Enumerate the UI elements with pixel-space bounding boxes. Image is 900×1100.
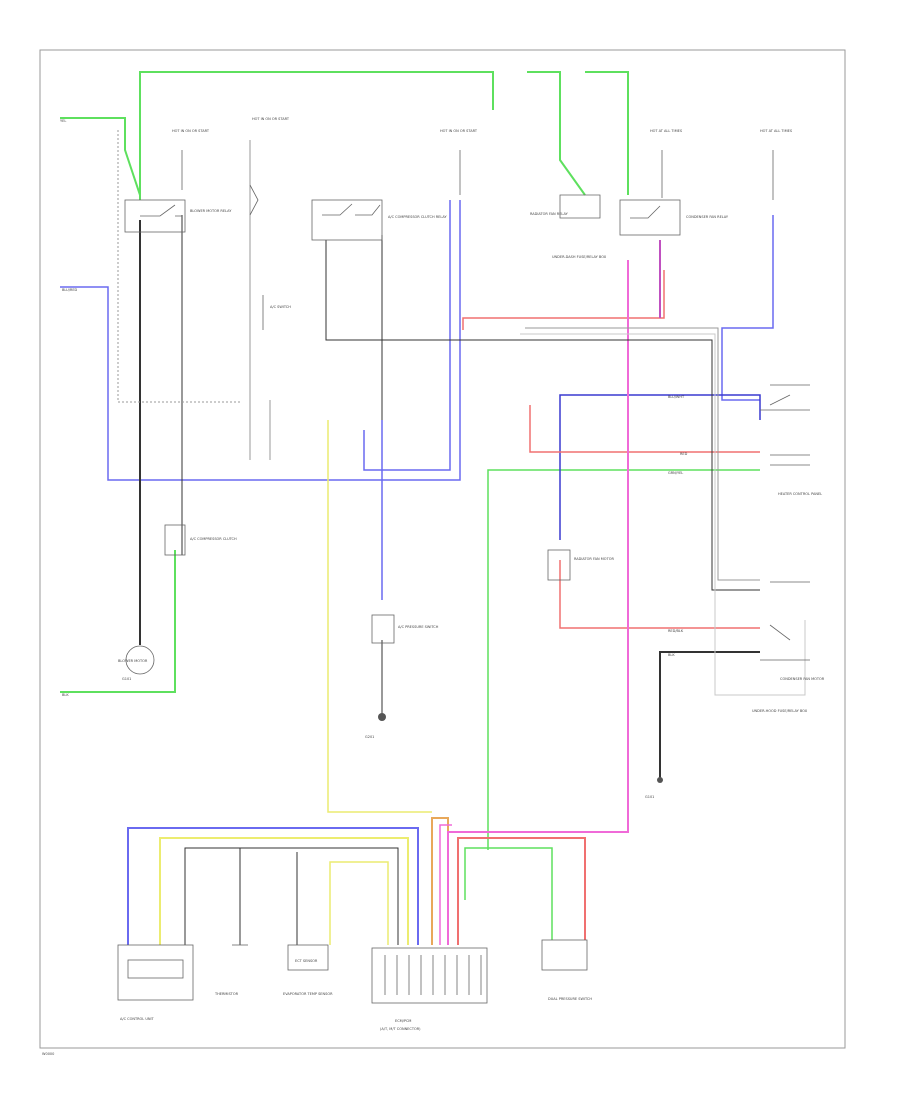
wire-black-right-gnd: [659, 651, 760, 780]
ac-relay-switch: [322, 203, 381, 216]
label-wire-left-bot: BLK: [62, 693, 69, 697]
wire-red-mid: [529, 405, 760, 453]
wire-yellow-vertical: [327, 420, 432, 813]
ecm-sensor: [371, 614, 395, 644]
label-wire-left-top: YEL: [60, 119, 66, 123]
wire-black-bottom: [184, 847, 399, 945]
label-fuse-1: HOT IN ON OR START: [172, 129, 210, 133]
ac-relay-box: [311, 199, 383, 241]
wire-blue-left: [60, 200, 461, 481]
wire-green-lower-left: [60, 550, 176, 693]
fuse-2: [249, 184, 259, 216]
label-cond-fan-motor: CONDENSER FAN MOTOR: [780, 677, 825, 681]
blower-relay-box: [124, 199, 186, 233]
label-bottom-2: THERMISTOR: [214, 992, 239, 996]
wire-green-mid: [487, 469, 760, 850]
label-ground-right: G101: [645, 795, 654, 799]
wire-red-top: [462, 270, 665, 330]
wire-green-bottom: [464, 847, 553, 940]
wire-yellow-bottom: [159, 837, 409, 945]
wire-gray-bus: [525, 327, 760, 581]
blower-motor-symbol: [125, 645, 155, 675]
label-wire-right-5: BLK: [668, 653, 675, 657]
label-ground-ecm: G201: [365, 735, 374, 739]
label-ecm-sub: (A/T, M/T CONNECTOR): [380, 1027, 421, 1031]
ect-sensor-box: [541, 939, 588, 971]
wire-green-top-left: [60, 117, 141, 196]
label-fuse-5: HOT AT ALL TIMES: [760, 129, 793, 133]
label-wire-right-1: BLU/WHT: [668, 395, 685, 399]
ecm-connector-pins: [384, 955, 482, 995]
label-blower-resistor: A/C COMPRESSOR CLUTCH: [190, 537, 237, 541]
wire-red-bottom: [457, 837, 586, 945]
diagram-frame: [39, 49, 846, 1049]
label-under-hood: UNDER-HOOD FUSE/RELAY BOX: [752, 709, 808, 713]
wire-gray-bus-2: [520, 333, 806, 696]
wire-pink: [447, 260, 629, 945]
label-fuse-4: HOT AT ALL TIMES: [650, 129, 683, 133]
label-pressure-switch: RADIATOR FAN MOTOR: [574, 557, 614, 561]
label-relay-fan: RADIATOR FAN RELAY: [530, 212, 569, 216]
ground-symbol-right: [657, 777, 663, 783]
wire-black-bus: [325, 240, 760, 591]
ac-switch-symbol: [760, 384, 810, 411]
label-blower-motor: BLOWER MOTOR: [118, 659, 148, 663]
wires: [60, 71, 806, 945]
label-ecm: ECM/PCM: [395, 1019, 411, 1023]
wire-blue-mid-2: [363, 200, 451, 471]
footer-code: W0000: [42, 1052, 54, 1056]
label-wire-left-mid: BLU/RED: [62, 288, 78, 292]
label-relay-ac: A/C COMPRESSOR CLUTCH RELAY: [388, 215, 448, 219]
cond-fan-relay-box: [619, 199, 681, 236]
under-hood-switch-symbol: [760, 581, 810, 661]
wire-yellow-bottom-2: [329, 861, 389, 945]
labels: HOT IN ON OR START HOT IN ON OR START HO…: [42, 117, 825, 1056]
wire-blue-bottom: [127, 827, 419, 945]
ac-control-unit-inner: [127, 959, 184, 979]
pressure-switch-box: [547, 549, 571, 581]
wire-pink-2: [439, 824, 452, 945]
ac-control-unit-box: [117, 944, 194, 1001]
label-bottom-3: EVAPORATOR TEMP SENSOR: [283, 992, 333, 996]
ecm-connector-box: [371, 947, 488, 1004]
label-heater-unit: HEATER CONTROL PANEL: [778, 492, 822, 496]
wire-red-right: [559, 560, 760, 629]
label-bottom-4: DUAL PRESSURE SWITCH: [548, 997, 592, 1001]
label-bottom-1: A/C CONTROL UNIT: [120, 1017, 155, 1021]
label-ecm-sensor: A/C PRESSURE SWITCH: [398, 625, 439, 629]
cond-fan-relay-switch: [630, 205, 661, 219]
label-wire-right-2: RED: [680, 452, 688, 456]
blower-relay-switch: [140, 204, 182, 217]
label-fuse-2: HOT IN ON OR START: [252, 117, 290, 121]
evap-sensor-box: [287, 944, 329, 971]
wire-blue-right: [721, 215, 774, 401]
wire-green-relay-2: [585, 71, 629, 195]
label-ac-fuse: A/C SWITCH: [270, 305, 291, 309]
blower-resistor: [164, 524, 186, 556]
label-wire-right-3: GRN/YEL: [668, 471, 683, 475]
radiator-fan-relay-box: [559, 194, 601, 219]
wire-blue-dark: [559, 394, 761, 540]
wire-green-relay: [527, 71, 586, 196]
label-wire-right-4: RED/BLK: [668, 629, 684, 633]
label-fuse-3: HOT IN ON OR START: [440, 129, 478, 133]
label-relay-blower: BLOWER MOTOR RELAY: [190, 209, 232, 213]
label-relay-cond: CONDENSER FAN RELAY: [686, 215, 729, 219]
heater-panel-symbol: [770, 454, 810, 466]
components: [117, 150, 810, 1004]
wire-green-top: [139, 71, 494, 200]
label-under-dash: UNDER-DASH FUSE/RELAY BOX: [552, 255, 607, 259]
wire-gray-dash: [117, 130, 240, 403]
label-ground-left: G101: [122, 677, 131, 681]
label-bottom-5: ECT SENSOR: [295, 959, 318, 963]
ground-symbol-ecm: [378, 713, 386, 721]
